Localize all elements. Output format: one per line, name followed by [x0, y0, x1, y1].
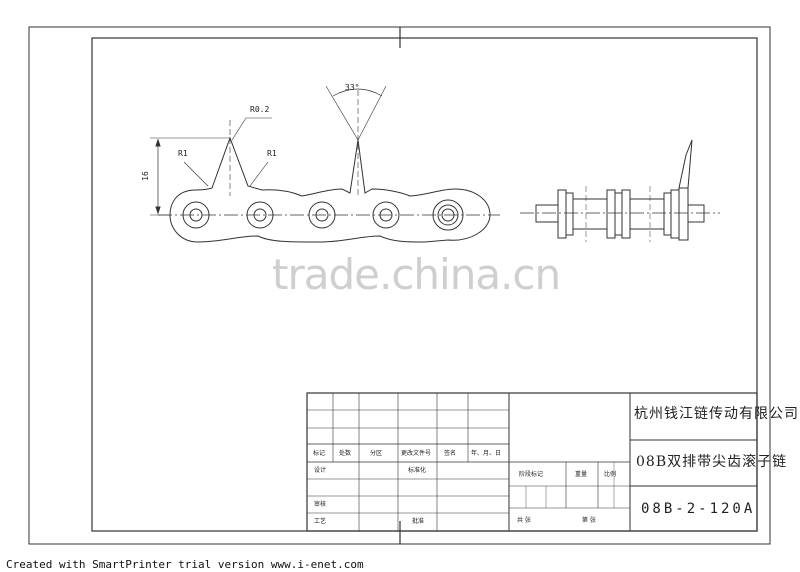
- attachment-plate: [678, 187, 689, 241]
- label-standardization: 标准化: [408, 467, 427, 474]
- title-block: [306, 392, 758, 532]
- root-radius-right-label: R1: [267, 149, 277, 158]
- label-weight: 重量: [575, 471, 588, 478]
- rev-header-date: 年、月、日: [471, 450, 502, 457]
- angle-arc: [332, 88, 383, 97]
- plate-right-inner: [663, 192, 672, 236]
- bushing-left: [572, 198, 608, 230]
- plate-left-inner: [565, 192, 574, 236]
- label-total-sheets: 共 张: [517, 517, 531, 524]
- plate-mid-3: [621, 189, 631, 239]
- label-scale: 比例: [604, 471, 617, 478]
- footer-text: Created with SmartPrinter trial version …: [6, 558, 364, 571]
- root-radius-leader-left: [183, 161, 209, 187]
- tip-radius-leader: [231, 117, 247, 141]
- product-name: 08B双排带尖齿滚子链: [636, 454, 788, 470]
- tip-radius-label: R0.2: [250, 105, 270, 114]
- label-approve: 批准: [412, 518, 425, 525]
- label-check: 审核: [314, 501, 327, 508]
- pin-end-left: [535, 204, 559, 223]
- rev-header-mark: 标记: [313, 450, 326, 457]
- watermark: trade.china.cn: [272, 250, 561, 299]
- label-process: 工艺: [314, 518, 327, 525]
- plate-left-outer: [557, 189, 567, 239]
- chain-plate-outline: [169, 136, 491, 243]
- label-sheet-no: 第 张: [582, 517, 596, 524]
- tooth-angle-label: 33°: [345, 83, 360, 92]
- drawing-number: 08B-2-120A: [641, 501, 756, 517]
- chain-side-view: [520, 139, 720, 242]
- plate-mid-2: [614, 192, 623, 236]
- rev-header-change-doc: 更改文件号: [401, 450, 432, 457]
- label-stage-mark: 阶段标记: [519, 471, 544, 478]
- chain-front-view: [150, 85, 500, 243]
- pin-end-right: [687, 204, 705, 223]
- rev-header-zone: 分区: [370, 450, 383, 457]
- rev-header-signature: 签名: [444, 450, 457, 457]
- root-radius-leader-right: [249, 161, 269, 187]
- attachment-tooth: [678, 139, 693, 189]
- bushing-right: [629, 198, 665, 230]
- root-radius-left-label: R1: [178, 149, 188, 158]
- plate-mid-1: [606, 189, 616, 239]
- rev-header-count: 处数: [339, 450, 352, 457]
- tooth-height-label: 16: [140, 171, 150, 181]
- label-design: 设计: [314, 467, 327, 474]
- company-name: 杭州钱江链传动有限公司: [634, 406, 799, 422]
- plate-right-outer: [670, 189, 680, 239]
